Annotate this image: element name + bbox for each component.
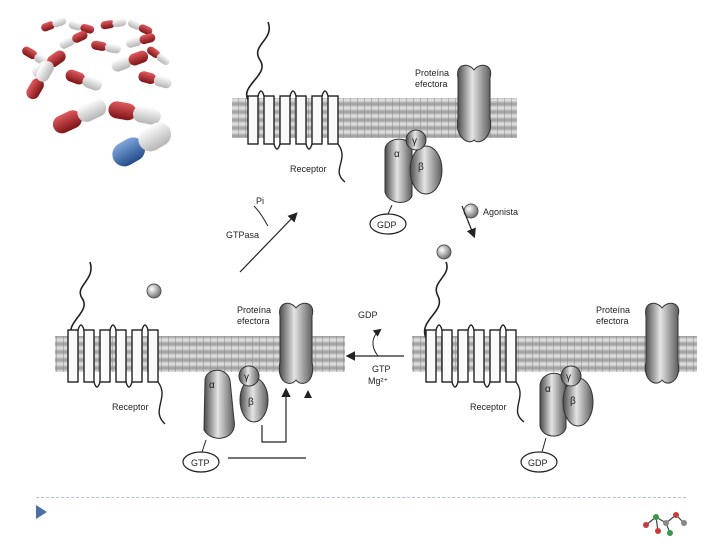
top-gdp-label: GDP [377,220,397,230]
pi-label: Pi [256,196,264,206]
top-receptor-n-terminus [245,21,271,101]
exchange-mg-label: Mg²⁺ [368,376,388,386]
bottom-left-alpha: α [209,380,215,391]
top-gdp-bubble [369,213,407,235]
bottom-left-effector-protein [278,302,314,384]
agonist-arrow [461,205,476,239]
gdp-gtp-exchange: GDP GTP Mg²⁺ [345,310,404,386]
pill-capsules-image [22,17,172,167]
gtpase-arrow [239,212,298,273]
bottom-right-effector-protein [644,302,680,384]
bottom-right-gdp-label: GDP [528,458,548,468]
top-effector-protein [456,64,492,143]
footer-divider [36,497,686,498]
agonist-label: Agonista [483,207,518,217]
top-effector-label-1: Proteína [415,68,449,78]
bottom-right-gamma: γ [566,372,571,383]
bottom-left-alpha-subunit [203,369,235,439]
slide-bullet-icon [36,505,47,519]
top-receptor [247,90,346,183]
top-receptor-label: Receptor [290,164,327,174]
bottom-left-effector-label-1: Proteína [237,305,271,315]
bottom-right-alpha-subunit [539,372,567,437]
top-g-protein: α β γ [384,129,443,203]
bottom-left-beta: β [248,397,254,408]
beta-gamma-activation-arrow [261,387,291,443]
bottom-right-effector-label-1: Proteína [596,305,630,315]
bottom-left-receptor-label: Receptor [112,402,149,412]
bottom-right-receptor [425,324,525,423]
top-membrane-scene: Receptor Proteína efectora α β γ GDP Ago… [232,21,518,239]
bottom-right-beta: β [570,396,576,407]
top-beta: β [418,162,424,173]
gtp-bubble [182,451,220,473]
gtpase-step: Pi GTPasa [226,196,298,273]
bottom-left-gamma: γ [244,372,249,383]
gtpase-label: GTPasa [226,230,259,240]
bottom-left-effector-label-2: efectora [237,316,270,326]
bottom-right-gdp-bubble [520,451,558,473]
bottom-left-receptor [67,324,166,425]
molecule-logo-icon [643,512,687,536]
exchange-gtp-label: GTP [372,364,391,374]
bottom-left-gamma-subunit [238,365,260,387]
top-effector-label-2: efectora [415,79,448,89]
bottom-right-gamma-subunit [560,365,582,387]
bound-agonist-icon [436,244,452,260]
released-agonist-icon [146,283,162,299]
top-alpha: α [394,149,400,160]
exchange-gdp-label: GDP [358,310,378,320]
bottom-right-effector-label-2: efectora [596,316,629,326]
gtp-label: GTP [191,458,210,468]
bottom-right-receptor-label: Receptor [470,402,507,412]
bottom-right-alpha: α [545,384,551,395]
bottom-right-membrane-scene: Receptor Proteína efectora α β γ GDP [412,244,697,473]
top-gamma: γ [412,136,417,147]
bottom-left-membrane-scene: Receptor Proteína efectora α β γ GTP [55,261,345,473]
